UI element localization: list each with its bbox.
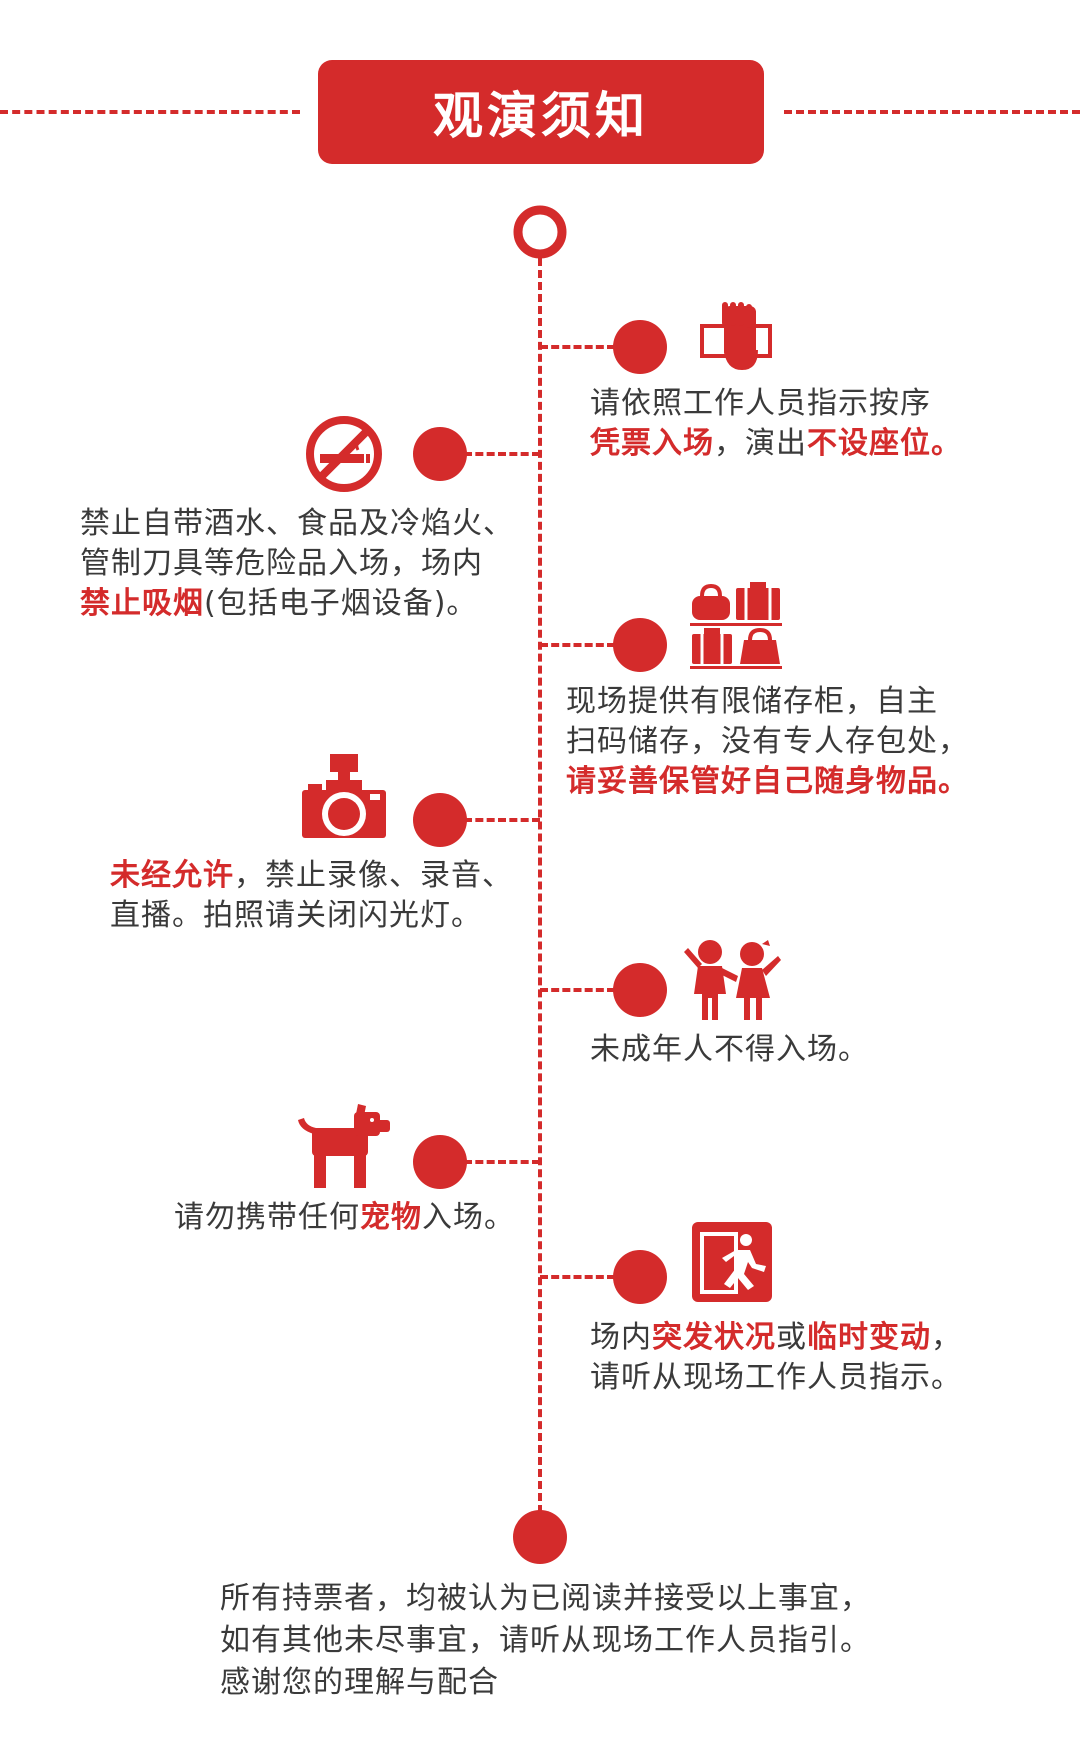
- emergency-exit-icon: [692, 1222, 772, 1302]
- connector: [540, 643, 615, 647]
- connector: [464, 1160, 540, 1164]
- text-segment: 不设座位: [807, 426, 931, 461]
- text-line: 禁止吸烟(包括电子烟设备)。: [80, 584, 514, 624]
- children-icon: [684, 940, 781, 1020]
- timeline-dot: [613, 618, 667, 672]
- footer-text: 所有持票者，均被认为已阅读并接受以上事宜， 如有其他未尽事宜，请听从现场工作人员…: [220, 1578, 871, 1704]
- hand-ticket-icon: [700, 302, 772, 370]
- text-segment: ，: [931, 1320, 962, 1355]
- notice-text-4: 未经允许，禁止录像、录音、 直播。拍照请关闭闪光灯。: [110, 856, 513, 936]
- text-segment: 凭票入场: [590, 426, 714, 461]
- text-segment: 管制刀具等危险品入场，场内: [80, 546, 483, 581]
- text-segment: 直播。拍照请关闭闪光灯。: [110, 898, 482, 933]
- camera-icon: [302, 754, 386, 838]
- text-line: 未经允许，禁止录像、录音、: [110, 856, 513, 896]
- header-divider-left: [0, 110, 300, 114]
- text-line: 凭票入场，演出不设座位。: [590, 424, 962, 464]
- dog-icon: [298, 1104, 390, 1188]
- notice-text-1: 请依照工作人员指示按序 凭票入场，演出不设座位。: [590, 384, 962, 464]
- text-segment: 临时变动: [807, 1320, 931, 1355]
- text-segment: 或: [776, 1320, 807, 1355]
- text-line: 禁止自带酒水、食品及冷焰火、: [80, 504, 514, 544]
- timeline-dot: [413, 1135, 467, 1189]
- text-line: 场内突发状况或临时变动，: [590, 1318, 962, 1358]
- text-line: 扫码储存，没有专人存包处，: [566, 722, 969, 762]
- timeline-end-dot: [513, 1510, 567, 1564]
- text-line: 直播。拍照请关闭闪光灯。: [110, 896, 513, 936]
- timeline-dot: [613, 963, 667, 1017]
- text-segment: 突发状况: [652, 1320, 776, 1355]
- header-divider-right: [784, 110, 1080, 114]
- text-segment: ，禁止录像、录音、: [234, 858, 513, 893]
- text-segment: 。: [931, 426, 962, 461]
- text-segment: 未经允许: [110, 858, 234, 893]
- text-segment: (包括电子烟设备)。: [204, 586, 478, 621]
- connector: [540, 1275, 615, 1279]
- footer-line: 所有持票者，均被认为已阅读并接受以上事宜，: [220, 1581, 871, 1616]
- text-segment: 禁止自带酒水、食品及冷焰火、: [80, 506, 514, 541]
- notice-text-5: 未成年人不得入场。: [590, 1030, 869, 1070]
- text-segment: ，演出: [714, 426, 807, 461]
- text-segment: 请妥善保管好自己随身物品。: [566, 764, 969, 799]
- text-line: 请依照工作人员指示按序: [590, 384, 962, 424]
- connector: [464, 818, 540, 822]
- text-line: 请妥善保管好自己随身物品。: [566, 762, 969, 802]
- connector: [540, 988, 615, 992]
- timeline-dot: [613, 320, 667, 374]
- text-segment: 宠物: [360, 1200, 422, 1235]
- notice-text-2: 禁止自带酒水、食品及冷焰火、 管制刀具等危险品入场，场内 禁止吸烟(包括电子烟设…: [80, 504, 514, 624]
- connector: [464, 452, 540, 456]
- luggage-icon: [690, 582, 782, 669]
- text-segment: 扫码储存，没有专人存包处，: [566, 724, 969, 759]
- page-title: 观演须知: [318, 60, 764, 164]
- text-line: 现场提供有限储存柜，自主: [566, 682, 969, 722]
- timeline-dot: [413, 427, 467, 481]
- timeline-line: [538, 258, 542, 1513]
- footer-line: 感谢您的理解与配合: [220, 1665, 499, 1700]
- footer-line: 如有其他未尽事宜，请听从现场工作人员指引。: [220, 1623, 871, 1658]
- text-segment: 请勿携带任何: [174, 1200, 360, 1235]
- text-line: 请勿携带任何宠物入场。: [174, 1198, 515, 1238]
- timeline-dot: [413, 793, 467, 847]
- text-segment: 请依照工作人员指示按序: [590, 386, 931, 421]
- text-line: 管制刀具等危险品入场，场内: [80, 544, 514, 584]
- text-segment: 场内: [590, 1320, 652, 1355]
- text-line: 未成年人不得入场。: [590, 1030, 869, 1070]
- connector: [540, 345, 615, 349]
- text-segment: 请听从现场工作人员指示。: [590, 1360, 962, 1395]
- notice-text-7: 场内突发状况或临时变动， 请听从现场工作人员指示。: [590, 1318, 962, 1398]
- text-line: 请听从现场工作人员指示。: [590, 1358, 962, 1398]
- notice-text-6: 请勿携带任何宠物入场。: [174, 1198, 515, 1238]
- no-smoking-icon: [306, 416, 382, 492]
- notice-text-3: 现场提供有限储存柜，自主 扫码储存，没有专人存包处， 请妥善保管好自己随身物品。: [566, 682, 969, 802]
- text-segment: 未成年人不得入场。: [590, 1032, 869, 1067]
- text-segment: 现场提供有限储存柜，自主: [566, 684, 938, 719]
- timeline-start-ring: [513, 205, 567, 259]
- text-segment: 入场。: [422, 1200, 515, 1235]
- timeline-dot: [613, 1250, 667, 1304]
- text-segment: 禁止吸烟: [80, 586, 204, 621]
